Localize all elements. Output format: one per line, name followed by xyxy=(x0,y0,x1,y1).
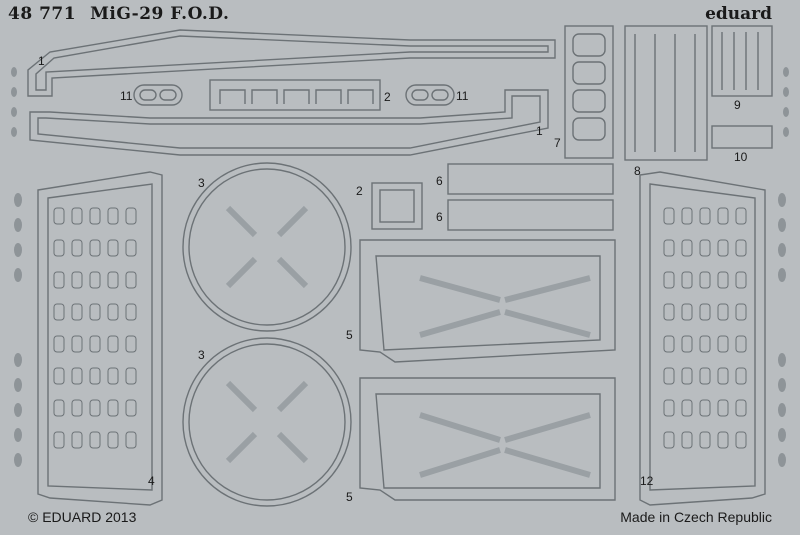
part-2-grille-top xyxy=(209,79,381,111)
part-11-right xyxy=(405,84,455,106)
part-5-tray-bottom xyxy=(359,377,616,501)
part-3-disk-bottom xyxy=(182,337,352,507)
catalog-number: 48 771 xyxy=(8,4,77,24)
part-6-clips-bottom xyxy=(447,199,614,231)
copyright-text: © EDUARD 2013 xyxy=(28,509,137,525)
part-label-7: 7 xyxy=(554,136,561,150)
part-2-grille-small xyxy=(371,182,423,230)
part-3-disk-top xyxy=(182,162,352,332)
part-11-left xyxy=(133,84,183,106)
part-12-door xyxy=(639,171,766,506)
part-1-top-strip xyxy=(27,29,556,97)
part-label-8: 8 xyxy=(634,164,641,178)
part-label-5-top: 5 xyxy=(346,328,353,342)
part-5-tray-top xyxy=(359,239,616,363)
part-8-rods xyxy=(624,25,708,161)
part-label-11-left: 11 xyxy=(120,89,133,103)
part-10-pins xyxy=(711,125,773,149)
part-label-3-top: 3 xyxy=(198,176,205,190)
part-label-1-bottom: 1 xyxy=(536,124,543,138)
part-label-5-bottom: 5 xyxy=(346,490,353,504)
part-label-9: 9 xyxy=(734,98,741,112)
part-9-rods xyxy=(711,25,773,97)
part-label-12: 12 xyxy=(640,474,654,488)
sheet-title: 48 771 MiG-29 F.O.D. xyxy=(8,4,243,24)
origin-text: Made in Czech Republic xyxy=(620,509,772,525)
part-label-2-mid: 2 xyxy=(356,184,363,198)
part-label-11-right: 11 xyxy=(456,89,469,103)
part-label-3-bottom: 3 xyxy=(198,348,205,362)
brand-logo-text: eduard xyxy=(705,4,772,24)
part-label-10: 10 xyxy=(734,150,748,164)
part-1-bottom-strip xyxy=(29,89,549,156)
edge-markers xyxy=(11,67,789,467)
part-4-door xyxy=(37,171,163,506)
door-slot-pattern xyxy=(53,207,747,449)
part-label-1-top: 1 xyxy=(38,54,45,68)
part-label-6-top: 6 xyxy=(436,174,443,188)
part-6-clips-top xyxy=(447,163,614,195)
part-label-2-top: 2 xyxy=(384,90,391,104)
part-7-ladder xyxy=(564,25,614,159)
part-label-4: 4 xyxy=(148,474,155,488)
product-name: MiG-29 F.O.D. xyxy=(90,4,230,24)
part-label-6-bottom: 6 xyxy=(436,210,443,224)
